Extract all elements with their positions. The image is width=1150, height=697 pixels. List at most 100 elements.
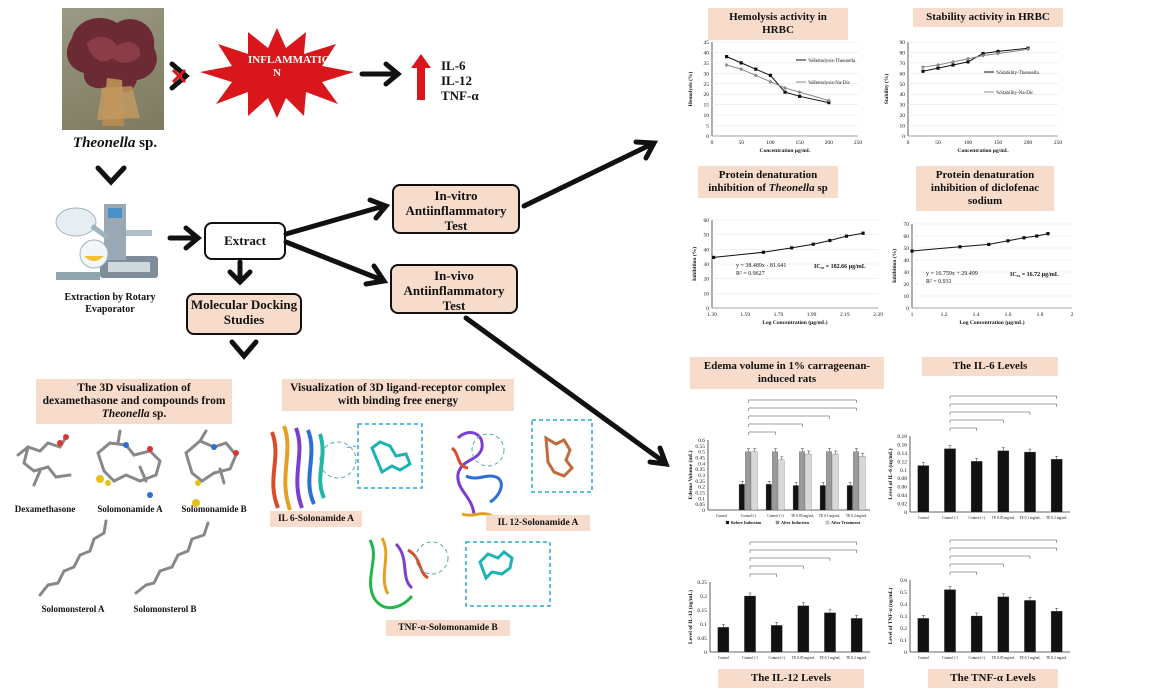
y-tick-label: 0.55 bbox=[695, 444, 705, 450]
y-axis-label: Level of IL-12 (ng/mL) bbox=[687, 590, 694, 644]
y-tick-label: 0.02 bbox=[897, 502, 907, 508]
complex-label-il6: IL 6-Solonamide A bbox=[270, 511, 362, 527]
title-stability: Stability activity in HRBC bbox=[913, 8, 1063, 27]
data-point bbox=[724, 62, 729, 67]
bar bbox=[744, 595, 756, 653]
legend-label: Before Induction bbox=[731, 520, 762, 525]
x-axis-label: Concentration µg/mL bbox=[958, 148, 1009, 154]
solomonsterol-b-mol bbox=[134, 521, 210, 595]
arrow-docking-down bbox=[229, 339, 259, 360]
arrow-to-charts bbox=[521, 141, 655, 209]
bar bbox=[1024, 451, 1036, 513]
title-tnf: The TNF-α Levels bbox=[928, 669, 1058, 688]
y-tick-label: 25 bbox=[704, 82, 710, 88]
x-tick-label: TE 0.2 mg/mL bbox=[1046, 516, 1067, 520]
significance-bracket bbox=[949, 419, 1004, 423]
data-point bbox=[827, 100, 831, 105]
x-tick-label: 250 bbox=[1054, 140, 1063, 146]
x-tick-label: 1.79 bbox=[774, 312, 784, 318]
molecule-renders bbox=[16, 429, 239, 597]
data-point bbox=[921, 65, 925, 70]
y-tick-label: 30 bbox=[704, 262, 710, 268]
bar bbox=[797, 605, 810, 653]
y-tick-label: 0.3 bbox=[900, 614, 907, 620]
significance-bracket bbox=[949, 427, 977, 431]
y-tick-label: 60 bbox=[904, 234, 910, 240]
x-tick-label: 1.8 bbox=[1037, 312, 1044, 318]
bar bbox=[1024, 600, 1036, 653]
y-tick-label: 10 bbox=[704, 113, 710, 119]
mol-label-sterol-b: Solomonsterol B bbox=[133, 604, 197, 614]
bar bbox=[1050, 611, 1063, 653]
arrow-to-invivo-charts bbox=[463, 315, 667, 465]
source-name: Theonella bbox=[72, 135, 136, 151]
data-point bbox=[951, 63, 955, 67]
x-tick-label: 1.4 bbox=[973, 312, 980, 318]
legend-label: %Hemolysis-Theonella bbox=[808, 59, 856, 64]
x-tick-label: 150 bbox=[795, 140, 804, 146]
y-tick-label: 0.6 bbox=[698, 438, 705, 444]
legend-label: %Stability-Na-Dic bbox=[996, 91, 1034, 96]
y-tick-label: 20 bbox=[904, 282, 910, 288]
bar bbox=[917, 465, 930, 513]
denat-diclo-r2: R² = 0.931 bbox=[926, 279, 952, 285]
denat-theo-line2: inhibition of bbox=[708, 182, 769, 194]
y-tick-label: 50 bbox=[904, 246, 910, 252]
bar bbox=[772, 451, 778, 511]
viz3d-title-italic: Theonella bbox=[101, 408, 150, 420]
y-tick-label: 0.05 bbox=[695, 502, 705, 508]
data-point bbox=[1022, 236, 1026, 240]
data-point bbox=[797, 90, 802, 95]
y-tick-label: 0.04 bbox=[897, 493, 907, 499]
legend-swatch bbox=[725, 520, 730, 525]
y-tick-label: 0.5 bbox=[900, 590, 907, 596]
mol-label-sterol-a: Solomonsterol A bbox=[41, 604, 105, 614]
data-point bbox=[910, 249, 914, 253]
x-tick-label: Control (-) bbox=[741, 514, 757, 518]
data-point bbox=[987, 242, 991, 246]
viz3d-title-1: The 3D visualization of bbox=[77, 382, 191, 394]
x-tick-label: Control bbox=[718, 656, 729, 660]
x-tick-label: Control bbox=[716, 514, 727, 518]
mol-label-dexa: Dexamethasone bbox=[14, 504, 76, 514]
y-tick-label: 0.18 bbox=[897, 434, 907, 440]
x-tick-label: 1.2 bbox=[941, 312, 948, 318]
denat-theo-tail: sp bbox=[814, 182, 828, 194]
y-tick-label: 30 bbox=[704, 71, 710, 77]
bar bbox=[765, 484, 772, 511]
denat-diclo-eq: y = 16.759x + 29.499 R² = 0.931 bbox=[926, 270, 978, 286]
y-tick-label: 90 bbox=[900, 40, 906, 46]
bar bbox=[778, 459, 785, 511]
x-tick-label: 2.39 bbox=[873, 312, 883, 318]
y-tick-label: 0.3 bbox=[698, 473, 705, 479]
bar bbox=[997, 450, 1010, 513]
x-tick-label: TE 0.2 mg/mL bbox=[846, 514, 867, 518]
denat-theo-italic: Theonella bbox=[768, 182, 815, 194]
data-point bbox=[936, 66, 940, 70]
y-tick-label: 0 bbox=[706, 134, 709, 140]
x-tick-label: 50 bbox=[738, 140, 744, 146]
title-il12: The IL-12 Levels bbox=[718, 669, 864, 688]
denat-theo-eq-line: y = 38.489x - 81.641 bbox=[736, 263, 787, 269]
x-tick-label: TE 0.2 mg/mL bbox=[846, 656, 867, 660]
complex-label-il12: IL 12-Solonamide A bbox=[486, 515, 590, 531]
x-tick-label: TE 0.1 mg/mL bbox=[1019, 516, 1040, 520]
y-tick-label: 0 bbox=[904, 650, 907, 656]
y-tick-label: 45 bbox=[704, 40, 710, 46]
y-axis-label: Level of IL-6 (ng/mL) bbox=[887, 448, 894, 499]
y-tick-label: 70 bbox=[900, 61, 906, 67]
y-tick-label: 60 bbox=[704, 218, 710, 224]
x-tick-label: TE 0.05 mg/mL bbox=[792, 656, 815, 660]
solomonamide-a-mol bbox=[96, 429, 162, 483]
data-point bbox=[783, 85, 787, 90]
denat-theo-r2: R² = 0.9627 bbox=[736, 271, 765, 277]
x-tick-label: Control (-) bbox=[742, 656, 758, 660]
significance-bracket bbox=[748, 399, 857, 403]
y-tick-label: 20 bbox=[704, 92, 710, 98]
x-tick-label: 1.59 bbox=[740, 312, 750, 318]
y-tick-label: 0.6 bbox=[900, 578, 907, 584]
significance-bracket bbox=[749, 573, 777, 577]
